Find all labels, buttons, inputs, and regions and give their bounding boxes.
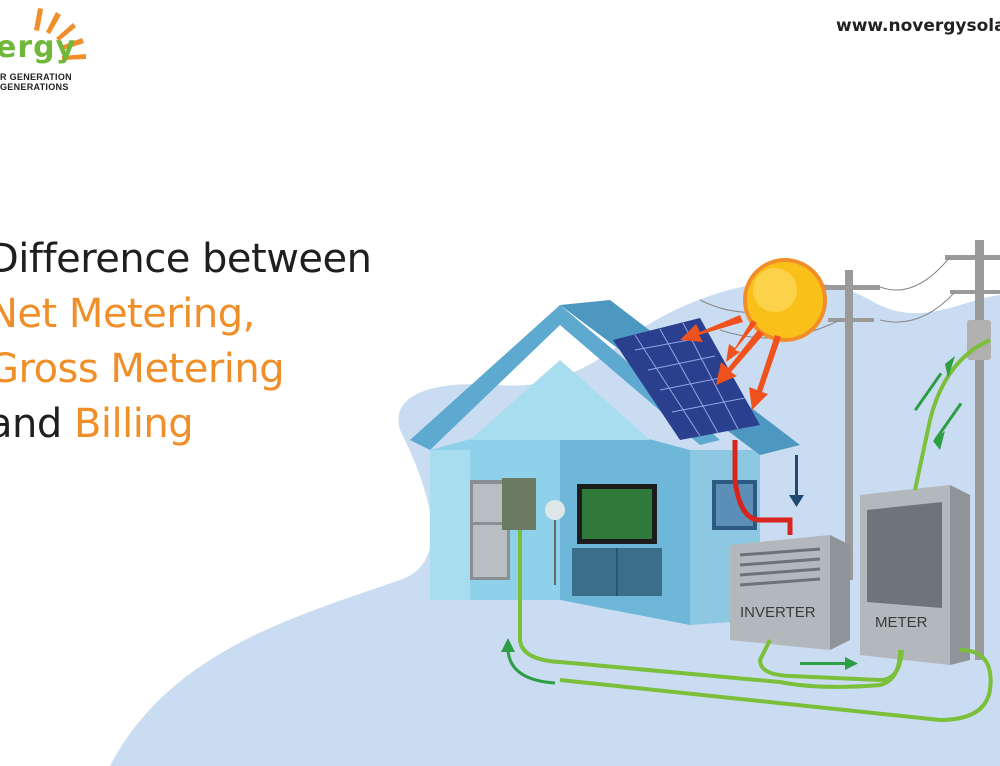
logo-tagline-1: R GENERATION	[0, 72, 72, 82]
distribution-board-icon	[502, 478, 536, 530]
meter-box	[860, 485, 970, 665]
ac-wiring	[518, 338, 993, 723]
logo-wordmark: ergy	[0, 30, 77, 65]
logo-tagline-2: GENERATIONS	[0, 82, 69, 92]
energy-flow-arrows	[501, 356, 963, 685]
headline-billing: Billing	[73, 401, 194, 447]
down-arrow-icon	[789, 455, 804, 507]
website-url[interactable]: www.novergysola	[836, 16, 1000, 36]
meter-label: METER	[875, 614, 928, 631]
brand-logo: ergy R GENERATION GENERATIONS	[0, 0, 110, 100]
headline-and: and	[0, 401, 62, 447]
sun-rays-icon	[34, 8, 86, 60]
sunlight-arrows	[680, 315, 781, 410]
lamp-icon	[545, 500, 565, 520]
inverter-box	[730, 535, 850, 650]
headline-line-3: Gross Metering	[0, 346, 285, 392]
page-headline: Difference between Net Metering, Gross M…	[0, 232, 372, 452]
headline-line-1: Difference between	[0, 236, 372, 282]
headline-line-2: Net Metering,	[0, 291, 255, 337]
inverter-label: INVERTER	[740, 604, 816, 621]
dc-cable	[732, 440, 793, 535]
power-pole-1	[820, 270, 880, 580]
headline-line-4: and Billing	[0, 397, 372, 452]
